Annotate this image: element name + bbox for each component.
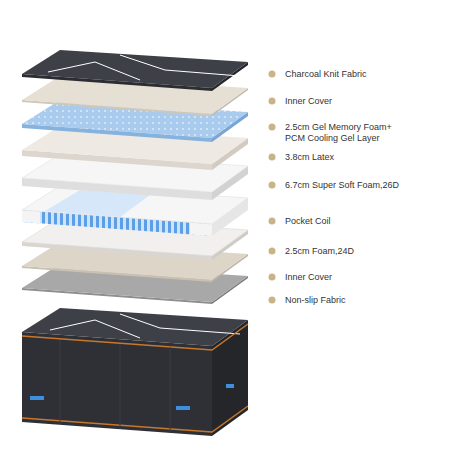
layer-label: Inner Cover	[285, 272, 332, 283]
layer-label: 2.5cm Foam,24D	[285, 246, 354, 257]
layer-label: 3.8cm Latex	[285, 152, 334, 163]
charcoal-fabric-layer	[22, 50, 248, 91]
layer-label: 6.7cm Super Soft Foam,26D	[285, 180, 399, 191]
layer-label: 2.5cm Gel Memory Foam+ PCM Cooling Gel L…	[285, 122, 403, 144]
layer-label: Non-slip Fabric	[285, 295, 346, 306]
bullet-dots	[269, 71, 276, 304]
layer-label: Charcoal Knit Fabric	[285, 69, 367, 80]
layer-label: Inner Cover	[285, 96, 332, 107]
layer-label: Pocket Coil	[285, 216, 331, 227]
mattress-base	[22, 308, 248, 436]
